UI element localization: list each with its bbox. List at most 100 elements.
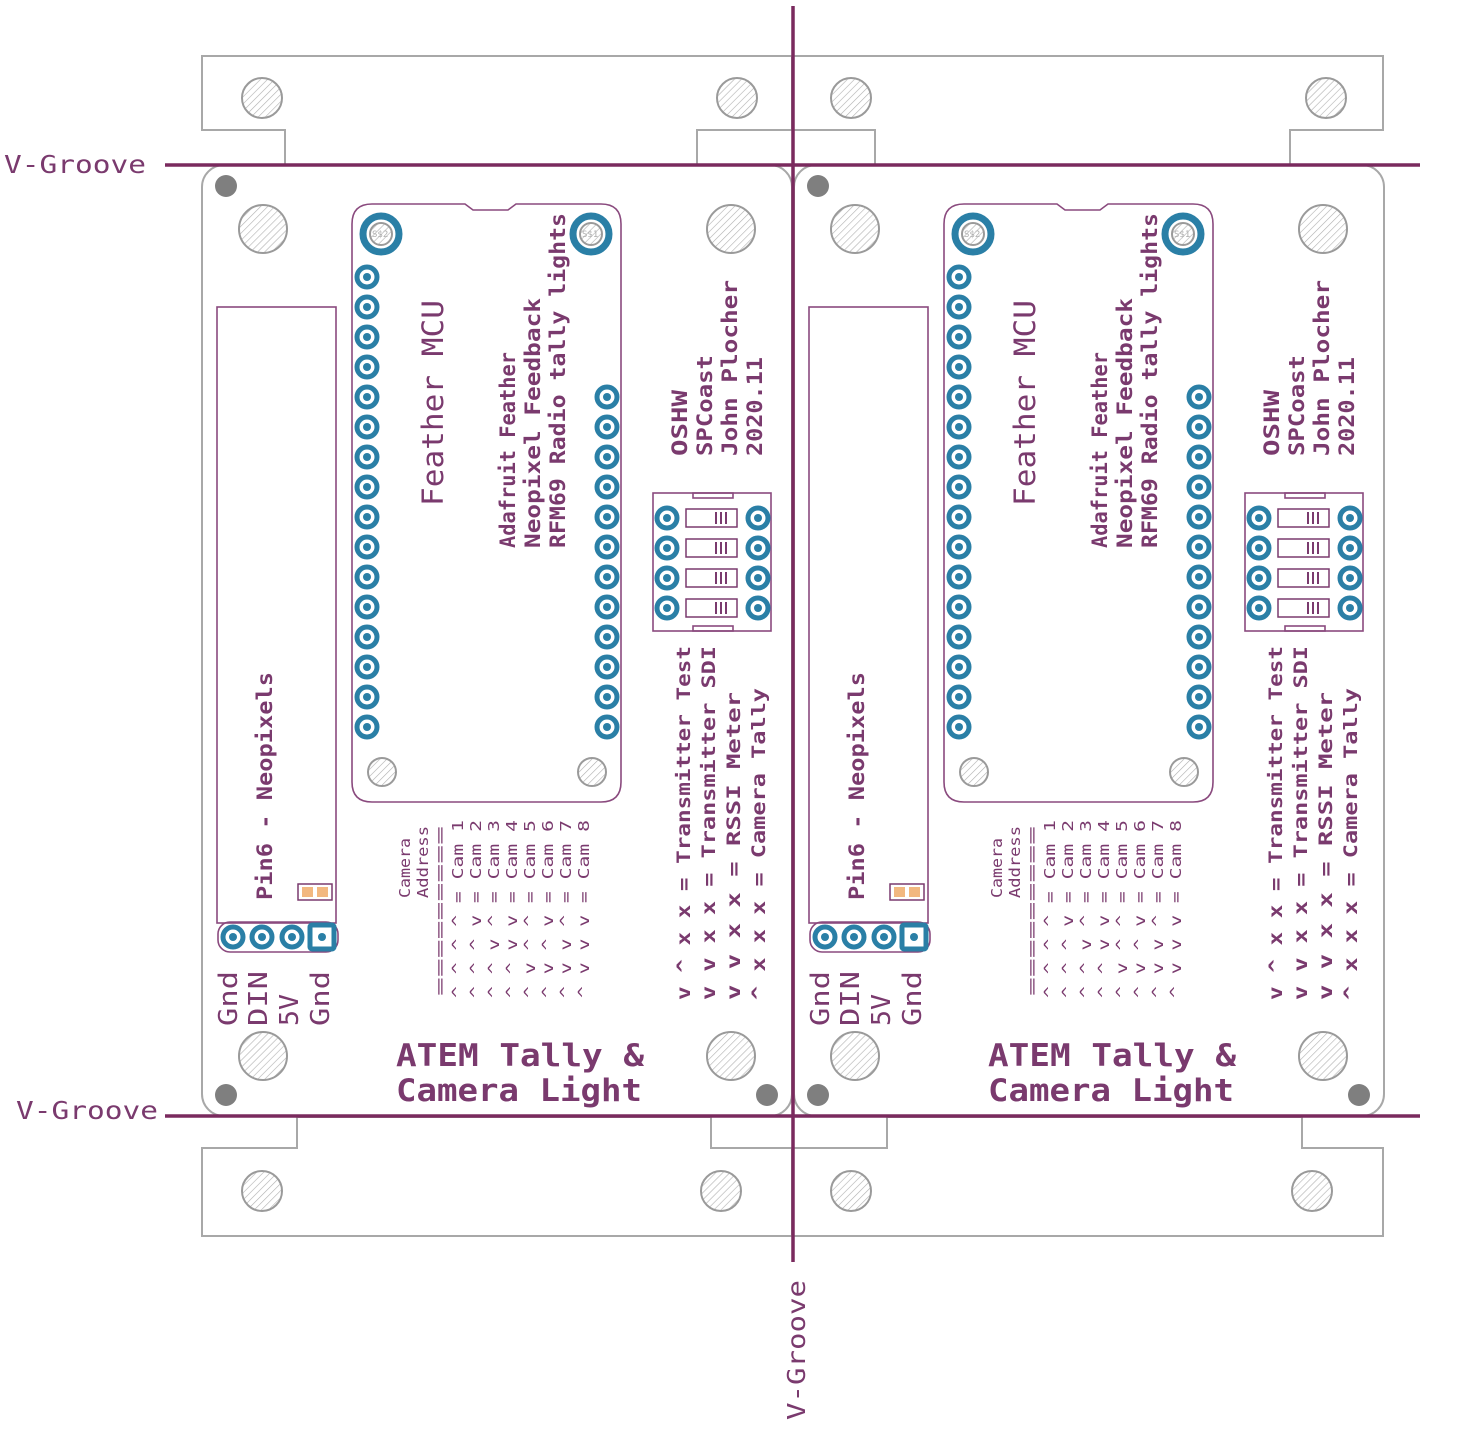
pad-drill — [1346, 514, 1354, 522]
pad-drill — [880, 933, 888, 941]
title-line-1: ATEM Tally & — [988, 1038, 1236, 1074]
pad-drill — [603, 723, 611, 731]
pad-drill — [1346, 574, 1354, 582]
pad-drill — [363, 423, 371, 431]
credit-line: SPCoast — [693, 355, 717, 456]
neopixel-strip-outline — [808, 306, 929, 924]
dip-switch-lever[interactable] — [685, 568, 738, 588]
pad-drill — [955, 693, 963, 701]
mounting-hole — [1298, 1031, 1348, 1081]
address-row: ^ v v ^ = Cam 7 — [557, 820, 575, 998]
pin-label: 5V — [867, 994, 897, 1026]
mode-row: v v x x = RSSI Meter — [723, 692, 745, 1000]
address-header: Camera — [396, 838, 414, 898]
led-footprint — [889, 883, 925, 901]
pad-drill — [955, 633, 963, 641]
pad-drill — [363, 573, 371, 581]
mounting-hole — [706, 1031, 756, 1081]
mounting-hole — [1298, 204, 1348, 254]
pad-drill — [1255, 544, 1263, 552]
mode-row: v v x x = RSSI Meter — [1315, 692, 1337, 1000]
pad-drill — [603, 633, 611, 641]
description-line: RFM69 Radio tally lights — [546, 213, 570, 548]
vgroove-label-top: V-Groove — [4, 150, 146, 179]
pad-drill — [955, 483, 963, 491]
top-rail-right — [791, 55, 1384, 166]
fiducial — [807, 175, 829, 197]
dip-switch-lever[interactable] — [1277, 568, 1330, 588]
fiducial — [215, 1084, 237, 1106]
address-row: ^ v v v = Cam 8 — [575, 820, 593, 998]
dip-switch-lever[interactable] — [685, 598, 738, 618]
mounting-hole — [238, 204, 288, 254]
pad-drill — [1255, 574, 1263, 582]
pad-drill — [955, 363, 963, 371]
vgroove-lines — [165, 6, 1420, 1262]
rail-screw-hole — [716, 77, 758, 119]
mode-row: ^ x x x = Camera Tally — [748, 688, 770, 1000]
pad-drill — [363, 603, 371, 611]
credit-line: John Plocher — [718, 280, 742, 456]
fiducial — [215, 175, 237, 197]
dip-switch-lever[interactable] — [1277, 538, 1330, 558]
pad-drill — [363, 543, 371, 551]
neopixel-label: Pin6 - Neopixels — [253, 672, 277, 900]
pad-drill — [754, 604, 762, 612]
pad-drill — [363, 453, 371, 461]
address-row: ^ ^ ^ ^ = Cam 1 — [1041, 820, 1059, 998]
pad-drill — [955, 723, 963, 731]
pad-drill — [1346, 544, 1354, 552]
pin-label: Gnd — [214, 971, 244, 1026]
mount-label: S$2 — [372, 230, 388, 240]
title-line-2: Camera Light — [988, 1073, 1234, 1109]
feather-outline — [943, 203, 1214, 803]
rail-screw-hole — [1291, 1170, 1333, 1212]
pad-drill — [363, 363, 371, 371]
pad-drill — [603, 423, 611, 431]
address-row: ^ v v v = Cam 8 — [1167, 820, 1185, 998]
pad-drill — [754, 574, 762, 582]
led-pad — [302, 887, 313, 897]
dip-switch-lever[interactable] — [1277, 598, 1330, 618]
feather-outline — [351, 203, 622, 803]
pad-drill — [1195, 393, 1203, 401]
feather-mount-hole — [369, 222, 393, 246]
address-header: Camera — [988, 838, 1006, 898]
pad-drill — [1195, 663, 1203, 671]
pad-drill — [754, 514, 762, 522]
address-row: ^ v ^ ^ = Cam 5 — [1113, 820, 1131, 998]
pad-drill — [955, 333, 963, 341]
credit-line: 2020.11 — [743, 357, 767, 456]
pad-drill — [955, 393, 963, 401]
feather-lower-hole — [959, 757, 989, 787]
pad-drill — [910, 933, 918, 941]
feather-mount-hole — [1171, 222, 1195, 246]
dip-switch-lever[interactable] — [685, 538, 738, 558]
pad-drill — [955, 603, 963, 611]
credit-line: SPCoast — [1285, 355, 1309, 456]
mounting-hole — [830, 204, 880, 254]
credit-line: John Plocher — [1310, 280, 1334, 456]
led-footprint — [297, 883, 333, 901]
rail-screw-hole — [1305, 77, 1347, 119]
mounting-hole — [238, 1031, 288, 1081]
mount-label: S$2 — [964, 230, 980, 240]
pad-drill — [663, 574, 671, 582]
description-line: Neopixel Feedback — [1113, 298, 1137, 548]
dip-switch-notch — [1284, 492, 1326, 499]
mount-label: S$1 — [1174, 230, 1190, 240]
pad-drill — [955, 663, 963, 671]
bottom-rail-left — [201, 1116, 793, 1237]
dip-switch-lever[interactable] — [685, 508, 738, 528]
pad-drill — [363, 483, 371, 491]
dip-switch-lever[interactable] — [1277, 508, 1330, 528]
pad-drill — [363, 723, 371, 731]
address-row: ^ ^ v v = Cam 4 — [503, 820, 521, 998]
pad-drill — [363, 273, 371, 281]
address-row: ^ ^ ^ v = Cam 2 — [467, 820, 485, 998]
pad-drill — [1195, 423, 1203, 431]
title-line-1: ATEM Tally & — [396, 1038, 644, 1074]
mode-row: v ^ x x = Transmitter Test — [673, 646, 695, 1000]
